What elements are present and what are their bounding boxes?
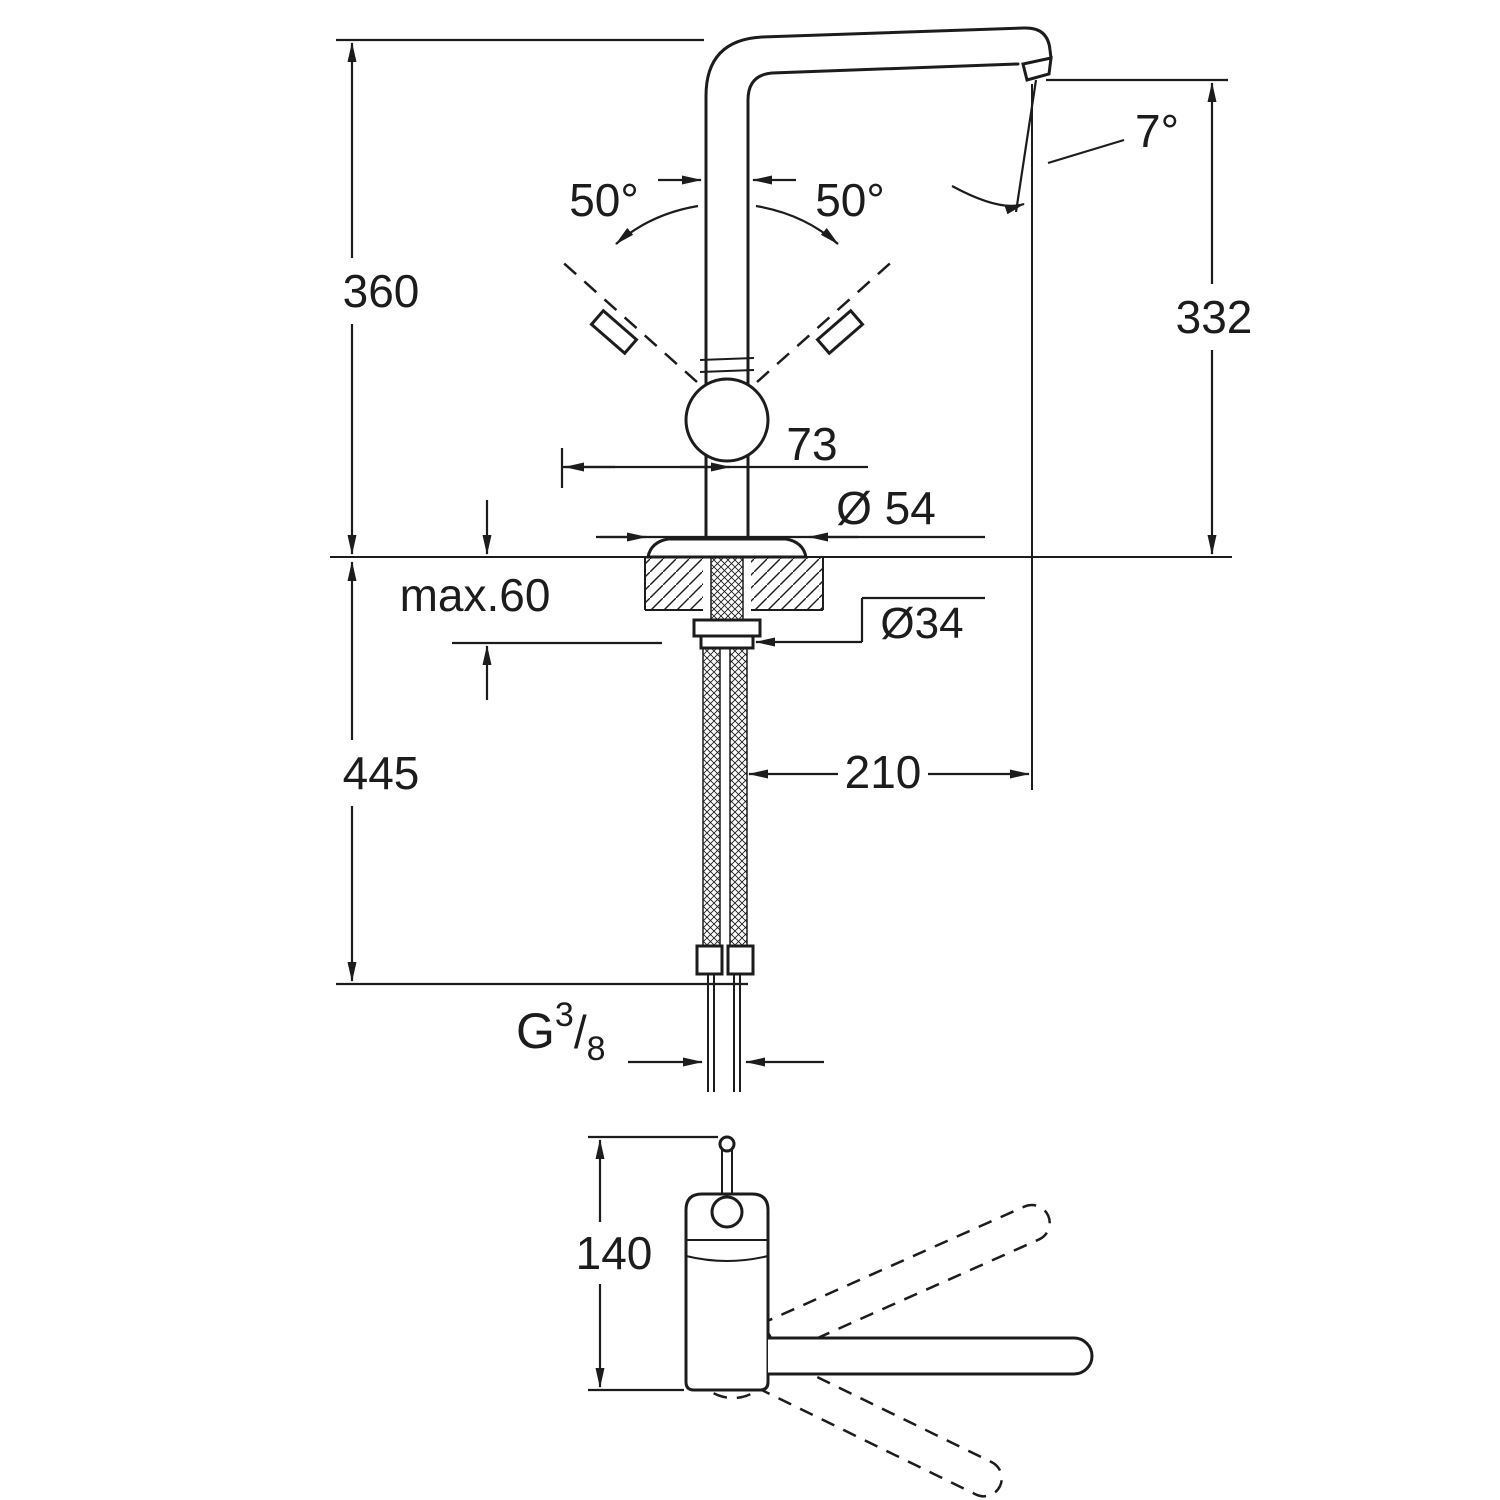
faucet-body	[646, 26, 1053, 559]
hose-connector-left	[695, 944, 724, 976]
spout-swivel-dashed	[757, 1203, 1051, 1498]
spout-inner-edge	[746, 62, 1020, 558]
stem-tip-circle	[718, 1135, 736, 1153]
handle-collar-line	[699, 369, 755, 373]
dim-label-73: 73	[786, 418, 837, 470]
dim-spout-outlet-height: 332	[1046, 78, 1253, 555]
handle-swivel-dashed-lines	[557, 257, 897, 383]
body-outline	[684, 1192, 770, 1392]
hose-connector-right	[726, 944, 755, 976]
supply-hose-left	[702, 647, 721, 947]
dim-handle-offset: 73	[560, 418, 868, 488]
dim-label-thread: G3/8	[516, 996, 606, 1068]
spout-outer-edge	[704, 26, 1053, 558]
handle-end-right	[815, 308, 865, 356]
handle-collar-line	[699, 357, 755, 361]
dim-height-below-deck: 445	[336, 561, 748, 986]
handle-end-left	[589, 308, 639, 356]
cartridge-top-circle	[710, 1195, 744, 1229]
spout-bar	[768, 1336, 1094, 1376]
dim-spout-angle: 7°	[951, 79, 1179, 790]
dim-label-332: 332	[1176, 291, 1253, 343]
dimension-annotations: 360 332 7°	[336, 38, 1253, 1068]
countertop-section	[330, 556, 1232, 611]
dim-spout-reach: 210	[748, 746, 1030, 798]
dim-label-dia54: Ø 54	[836, 482, 936, 534]
dim-label-360: 360	[343, 265, 420, 317]
dim-label-50-left: 50°	[569, 174, 639, 226]
counter-hatch-right	[751, 558, 822, 609]
dim-hole-diameter: Ø34	[755, 596, 985, 648]
base-escutcheon	[646, 537, 808, 559]
spout-aerator-tip	[1021, 56, 1053, 82]
handle-ball	[684, 377, 770, 463]
dim-label-50-right: 50°	[815, 174, 885, 226]
supply-hose-right	[729, 647, 748, 947]
dim-thread-size: G3/8	[516, 996, 824, 1068]
dim-height-above-deck: 360	[336, 38, 704, 555]
dim-label-dia34: Ø34	[880, 599, 963, 648]
mounting-nut	[692, 618, 762, 638]
dim-label-210: 210	[845, 746, 922, 798]
top-view-body	[684, 1135, 1094, 1392]
dim-max-deck-thickness: max.60	[400, 500, 662, 700]
dim-handle-swivel: 50° 50°	[569, 174, 885, 245]
dim-label-max60: max.60	[400, 569, 551, 621]
mounting-assembly	[692, 556, 762, 1092]
dim-label-445: 445	[343, 747, 420, 799]
front-view: 360 332 7°	[330, 26, 1253, 1092]
dim-top-view-height: 140	[576, 1135, 718, 1392]
threaded-shank	[710, 556, 744, 622]
dim-label-7deg: 7°	[1135, 105, 1179, 157]
dim-label-140: 140	[576, 1227, 653, 1279]
mounting-washer	[699, 634, 755, 650]
counter-hatch-left	[646, 558, 703, 609]
dim-base-diameter: Ø 54	[596, 482, 985, 542]
top-view: 140	[576, 1135, 1094, 1498]
